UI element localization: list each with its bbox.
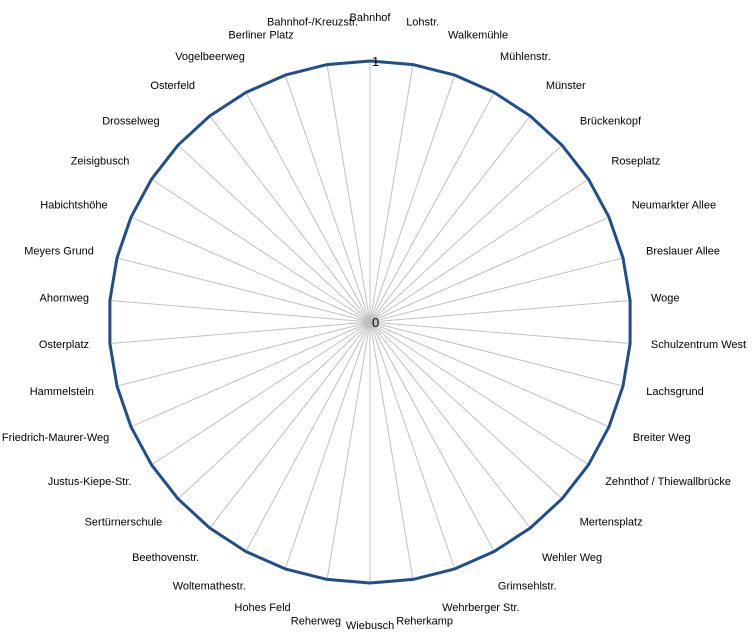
category-label: Breiter Weg [633, 432, 691, 444]
category-label: Schulzentrum West [651, 339, 746, 351]
category-label: Hohes Feld [234, 602, 290, 614]
category-label: Breslauer Allee [646, 246, 720, 258]
radar-spoke [326, 64, 371, 323]
category-label: Woge [651, 293, 680, 305]
radar-spoke [369, 321, 624, 387]
radar-spoke [177, 321, 371, 500]
radar-series-polygon [108, 59, 632, 585]
radar-spoke [369, 115, 531, 323]
category-label: Roseplatz [611, 156, 660, 168]
radar-spoke [369, 321, 563, 500]
category-label: Meyers Grund [24, 246, 94, 258]
category-label: Neumarkter Allee [632, 200, 716, 212]
radar-spoke [369, 92, 495, 323]
radar-spoke [151, 321, 371, 466]
category-label: Hammelstein [30, 386, 94, 398]
radar-spoke [369, 321, 610, 428]
category-label: Münster [546, 80, 586, 92]
category-label: Bahnhof-/Kreuzstr. [267, 16, 358, 28]
radar-spoke [369, 257, 624, 323]
category-label: Justus-Kiepe-Str. [48, 476, 132, 488]
radar-spoke [284, 321, 371, 570]
category-label: Beethovenstr. [132, 552, 199, 564]
radial-tick-label-max: 1 [372, 54, 379, 69]
radar-spoke [116, 321, 371, 387]
radar-spoke [369, 178, 589, 323]
category-label: Wiebusch [346, 620, 394, 632]
radar-spoke [369, 321, 456, 570]
category-label: Zehnthof / Thiewallbrücke [605, 476, 731, 488]
radar-spoke [116, 257, 371, 323]
category-label: Reherweg [291, 615, 341, 627]
category-label: Osterplatz [39, 339, 89, 351]
radar-spoke [326, 321, 371, 580]
category-label: Reherkamp [396, 615, 453, 627]
category-label: Vogelbeerweg [175, 51, 245, 63]
radar-spoke [369, 321, 495, 552]
category-label: Mertensplatz [580, 517, 643, 529]
category-label: Friedrich-Maurer-Weg [2, 432, 109, 444]
radar-spoke [369, 321, 589, 466]
category-label: Wehler Weg [542, 552, 602, 564]
category-label: Habichtshöhe [40, 200, 107, 212]
radar-spokes [109, 61, 631, 583]
radar-spoke [369, 299, 631, 323]
category-label: Drosselweg [102, 115, 159, 127]
radar-spoke [284, 74, 371, 323]
radar-spoke [245, 321, 371, 552]
radar-spoke [151, 178, 371, 323]
radar-spoke [369, 64, 414, 323]
radar-spoke [109, 321, 371, 345]
category-label: Mühlenstr. [500, 51, 551, 63]
category-label: Sertürnerschule [85, 517, 163, 529]
radar-spoke [109, 299, 371, 323]
category-label: Lachsgrund [646, 386, 704, 398]
radar-spoke [130, 321, 371, 428]
category-label: Grimsehlstr. [498, 581, 557, 593]
radar-spoke [177, 144, 371, 323]
category-label: Walkemühle [448, 30, 508, 42]
category-label: Bahnhof [350, 12, 392, 24]
category-label: Berliner Platz [228, 30, 293, 42]
category-label: Zeisigbusch [71, 156, 130, 168]
radar-spoke [209, 321, 371, 529]
radar-spoke [369, 216, 610, 323]
category-label: Osterfeld [150, 80, 195, 92]
category-label: Lohstr. [406, 16, 439, 28]
category-label: Woltemathestr. [173, 581, 246, 593]
radar-spoke [369, 74, 456, 323]
radar-spoke [369, 321, 631, 345]
radar-spoke [369, 144, 563, 323]
radar-spoke [130, 216, 371, 323]
radar-spoke [369, 321, 531, 529]
radial-tick-label-min: 0 [372, 315, 379, 330]
category-label: Ahornweg [40, 293, 90, 305]
radar-spoke [369, 321, 414, 580]
category-label: Wehrberger Str. [442, 602, 519, 614]
radar-spoke [245, 92, 371, 323]
radar-spoke [209, 115, 371, 323]
category-label: Brückenkopf [580, 115, 642, 127]
